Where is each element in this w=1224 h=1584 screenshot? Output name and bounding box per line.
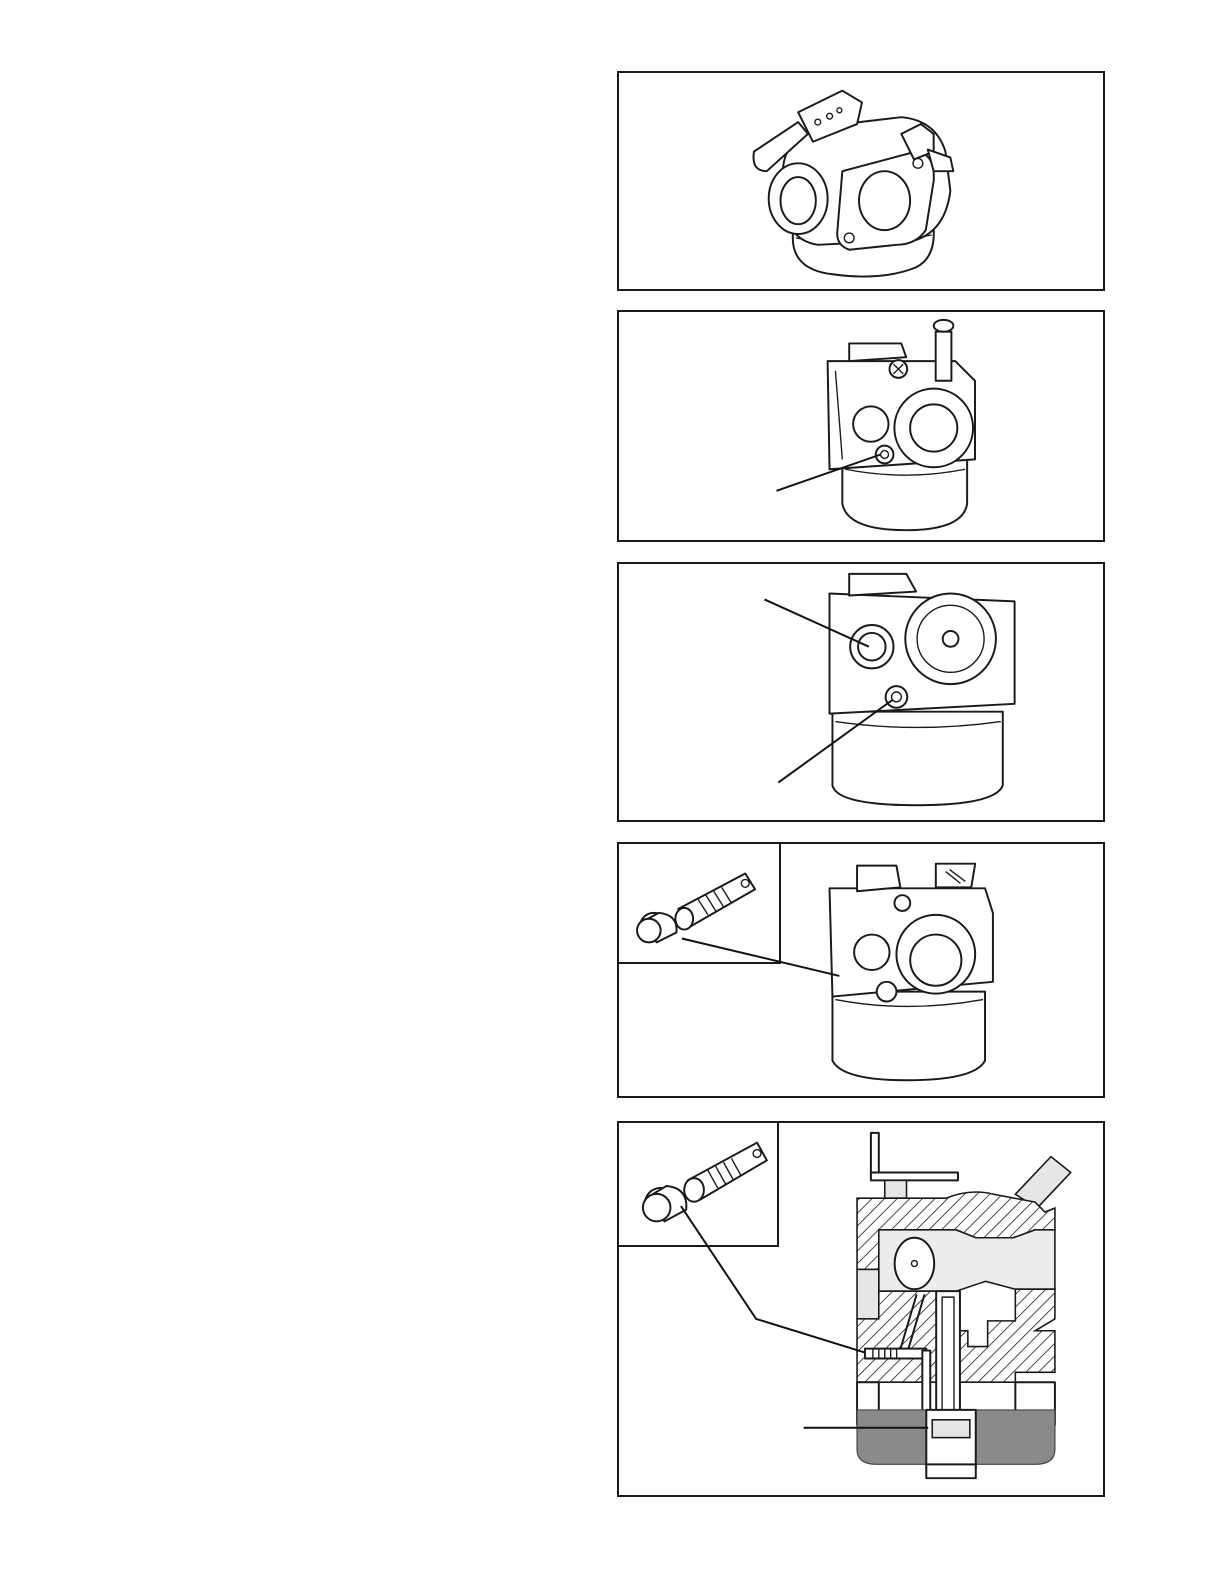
- carburetor-isometric-illustration: [619, 73, 1103, 289]
- figure-carburetor-overview: [617, 71, 1105, 291]
- carburetor-cutaway-illustration: [619, 1123, 1103, 1495]
- jet-callout-leader: [682, 939, 840, 976]
- figure-carburetor-front-two-callouts: [617, 562, 1105, 822]
- carburetor-front-callouts-illustration: [619, 564, 1103, 820]
- cap-callout-leader: [681, 1206, 865, 1352]
- figure-carburetor-cutaway-with-jet-inset: [617, 1121, 1105, 1497]
- figure-carburetor-front-with-screw: [617, 310, 1105, 542]
- figure-carburetor-with-jet-inset: [617, 842, 1105, 1098]
- carburetor-jet-illustration: [619, 844, 1103, 1096]
- carburetor-front-illustration: [619, 312, 1103, 540]
